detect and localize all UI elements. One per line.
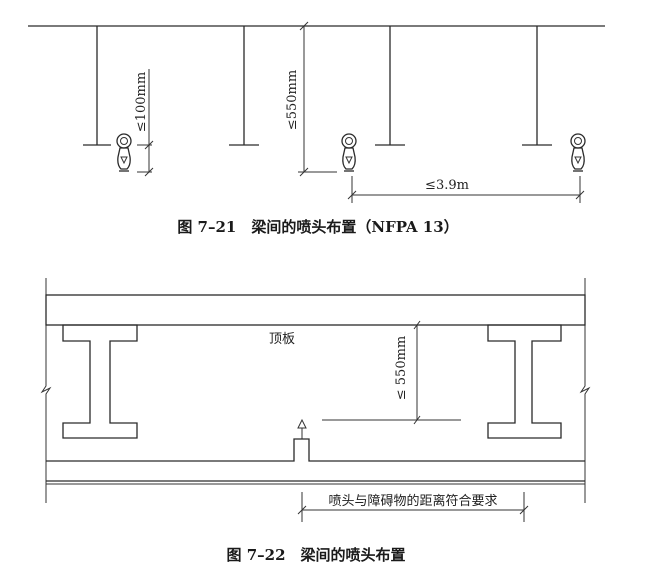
slab-label: 顶板 xyxy=(269,332,295,347)
sprinkler-icon xyxy=(116,133,132,172)
dimension-550mm-fig2: ≤ 550mm xyxy=(322,320,461,425)
dim-label-550mm: ≤550mm xyxy=(285,70,300,130)
beams xyxy=(83,26,552,146)
dimension-obstruction: 喷头与障碍物的距离符合要求 xyxy=(297,492,529,522)
figure-caption: 图 7–22 梁间的喷头布置 xyxy=(226,546,405,564)
i-beam-left xyxy=(62,324,138,439)
side-break-lines xyxy=(40,278,591,503)
i-beam-right xyxy=(487,324,562,439)
dim-label-3-9m: ≤3.9m xyxy=(425,178,469,193)
dim-label-550mm: ≤ 550mm xyxy=(394,336,409,401)
dimension-550mm: ≤550mm xyxy=(285,21,337,177)
ceiling-slab xyxy=(45,294,586,326)
sprinkler-pipe xyxy=(46,418,585,485)
dim-label-obstruction: 喷头与障碍物的距离符合要求 xyxy=(328,493,497,509)
figure-7-22: 顶板 ≤ 550mm 喷头与障碍物的距离符合要求 图 7–22 梁间的喷头布置 xyxy=(40,278,591,564)
dimension-100mm: ≤100mm xyxy=(134,69,154,177)
sprinkler-icon xyxy=(341,133,357,172)
dimension-3-9m: ≤3.9m xyxy=(347,176,585,203)
dim-label-100mm: ≤100mm xyxy=(134,72,149,132)
figure-7-21: ≤100mm ≤550mm ≤3.9m 图 7–21 梁间的喷头布置（NFPA … xyxy=(28,21,605,236)
sprinkler-icon xyxy=(570,133,586,172)
figure-caption: 图 7–21 梁间的喷头布置（NFPA 13） xyxy=(177,218,458,236)
sprinkler-icon xyxy=(297,418,307,429)
